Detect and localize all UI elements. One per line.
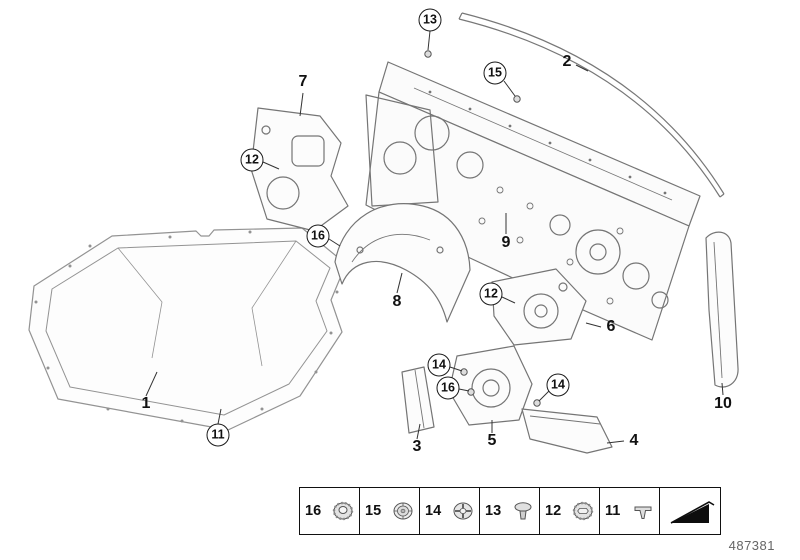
callout-12-a[interactable]: 12 (240, 148, 264, 172)
legend-cell-label: 11 (605, 503, 621, 519)
callout-8[interactable]: 8 (392, 293, 402, 310)
callout-14-a[interactable]: 14 (427, 353, 451, 377)
part-insulation-7 (250, 107, 349, 232)
serrated-nut-icon (572, 501, 594, 521)
callout-11[interactable]: 11 (206, 423, 230, 447)
callout-4[interactable]: 4 (629, 432, 639, 449)
callout-16-b[interactable]: 16 (436, 376, 460, 400)
part-insulation-5 (448, 345, 533, 426)
part-hood-insulation (28, 227, 347, 431)
callout-6[interactable]: 6 (606, 318, 616, 335)
part-insulation-3 (401, 366, 435, 434)
expanding-rivet-icon (514, 502, 532, 520)
legend-cell-12[interactable]: 12 (540, 488, 600, 534)
legend-cell-16[interactable]: 16 (300, 488, 360, 534)
part-insulation-10 (705, 231, 739, 388)
wedge-icon (670, 501, 715, 524)
fastener-legend: 16 15 14 13 (299, 487, 721, 535)
callout-2[interactable]: 2 (562, 53, 572, 70)
diagram-number: 487381 (728, 538, 775, 553)
callout-7[interactable]: 7 (298, 73, 308, 90)
callout-13[interactable]: 13 (418, 8, 442, 32)
legend-cell-14[interactable]: 14 (420, 488, 480, 534)
legend-cell-15[interactable]: 15 (360, 488, 420, 534)
part-insulation-4 (521, 408, 613, 454)
callout-3[interactable]: 3 (412, 438, 422, 455)
expanding-rivet-icon (634, 506, 652, 519)
part-insulation-8 (334, 203, 471, 323)
callout-16-a[interactable]: 16 (306, 224, 330, 248)
legend-cell-label: 14 (425, 503, 442, 519)
part-cowl-strip (458, 12, 725, 198)
callout-10[interactable]: 10 (714, 395, 732, 412)
legend-cell-label: 15 (365, 503, 382, 519)
washer-clip-icon (393, 502, 413, 520)
callout-1[interactable]: 1 (141, 395, 151, 412)
legend-cell-13[interactable]: 13 (480, 488, 540, 534)
part-insulation-6 (491, 268, 587, 346)
leader-lines (145, 30, 724, 444)
serrated-nut-icon (332, 501, 354, 521)
plastic-nut-icon (453, 502, 473, 520)
fastener-marks (424, 50, 541, 407)
legend-cell-11[interactable]: 11 (600, 488, 660, 534)
legend-cell-label: 13 (485, 503, 502, 519)
callout-9[interactable]: 9 (501, 234, 511, 251)
callout-14-b[interactable]: 14 (546, 373, 570, 397)
callout-15[interactable]: 15 (483, 61, 507, 85)
part-firewall (365, 61, 701, 341)
legend-cell-label: 12 (545, 503, 562, 519)
callout-12-b[interactable]: 12 (479, 282, 503, 306)
legend-wedge-cell (660, 488, 720, 534)
callout-5[interactable]: 5 (487, 432, 497, 449)
legend-cell-label: 16 (305, 503, 322, 519)
